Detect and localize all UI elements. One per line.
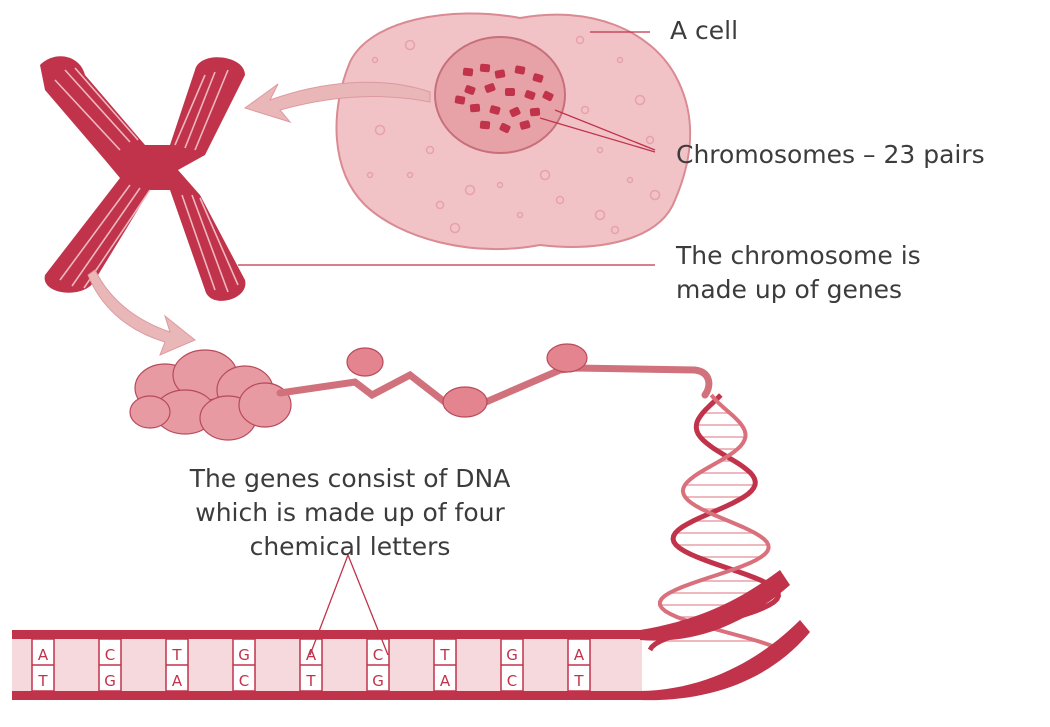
base-letter-bottom: A [172, 672, 183, 690]
base-letter-bottom: A [440, 672, 451, 690]
base-letter-top: A [306, 646, 317, 664]
chromosome-speck [530, 108, 541, 117]
base-letter-bottom: T [573, 672, 584, 690]
base-letter-bottom: T [305, 672, 316, 690]
dna-strand [280, 368, 709, 410]
base-letter-top: A [574, 646, 585, 664]
label-chromosomes: Chromosomes – 23 pairs [676, 138, 985, 172]
label-chromosome-genes-2: made up of genes [676, 273, 902, 307]
chromosome-speck [480, 64, 491, 73]
chromatin [130, 344, 709, 440]
label-cell: A cell [670, 14, 738, 48]
label-dna-3: chemical letters [125, 530, 575, 564]
base-letter-bottom: C [239, 672, 249, 690]
chromosome-to-genes-arrow [88, 270, 195, 355]
base-letter-top: C [105, 646, 115, 664]
chromosome-speck [480, 121, 491, 130]
base-letter-top: C [373, 646, 383, 664]
chromosome-x [40, 56, 245, 301]
label-dna-1: The genes consist of DNA [125, 462, 575, 496]
base-letter-top: G [506, 646, 518, 664]
base-letter-bottom: C [507, 672, 517, 690]
base-letter-top: G [238, 646, 250, 664]
chromosome-speck [505, 88, 515, 96]
base-letter-bottom: G [104, 672, 116, 690]
label-dna-2: which is made up of four [125, 496, 575, 530]
cell [336, 13, 690, 249]
base-letter-top: T [439, 646, 450, 664]
label-chromosome-genes-1: The chromosome is [676, 239, 921, 273]
chromosome-speck [470, 104, 481, 113]
base-letter-bottom: G [372, 672, 384, 690]
base-letter-bottom: T [37, 672, 48, 690]
base-letter-top: T [171, 646, 182, 664]
base-letter-top: A [38, 646, 49, 664]
chromosome-speck [463, 67, 474, 76]
